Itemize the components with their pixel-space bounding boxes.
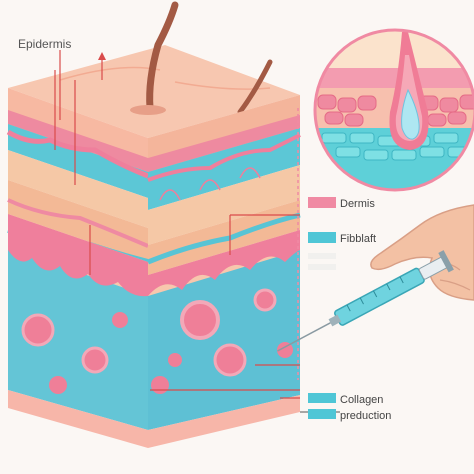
cells [21,288,293,394]
indicator-lines [54,50,300,399]
hair-1 [146,1,179,112]
collagen-swatch [308,393,336,403]
fibroblast-swatch [308,232,336,243]
syringe [277,250,454,352]
side-face-layers [147,95,301,448]
production-swatch [308,409,336,419]
epidermis-label: Epidermis [18,37,72,51]
zoom-circle [313,28,474,192]
hair-2 [237,59,273,115]
fibroblast-label: Fibblaft [340,233,377,245]
blank-swatch [308,253,336,259]
legend-swatches [308,197,336,419]
dermis-swatch [308,197,336,208]
collagen-label: Collagen [340,394,384,406]
blank-swatch-2 [308,264,336,270]
front-face-layers [6,88,149,448]
epidermis-top-face [8,1,300,138]
dermis-label: Dermis [340,198,375,210]
production-label: preduction [340,410,392,422]
